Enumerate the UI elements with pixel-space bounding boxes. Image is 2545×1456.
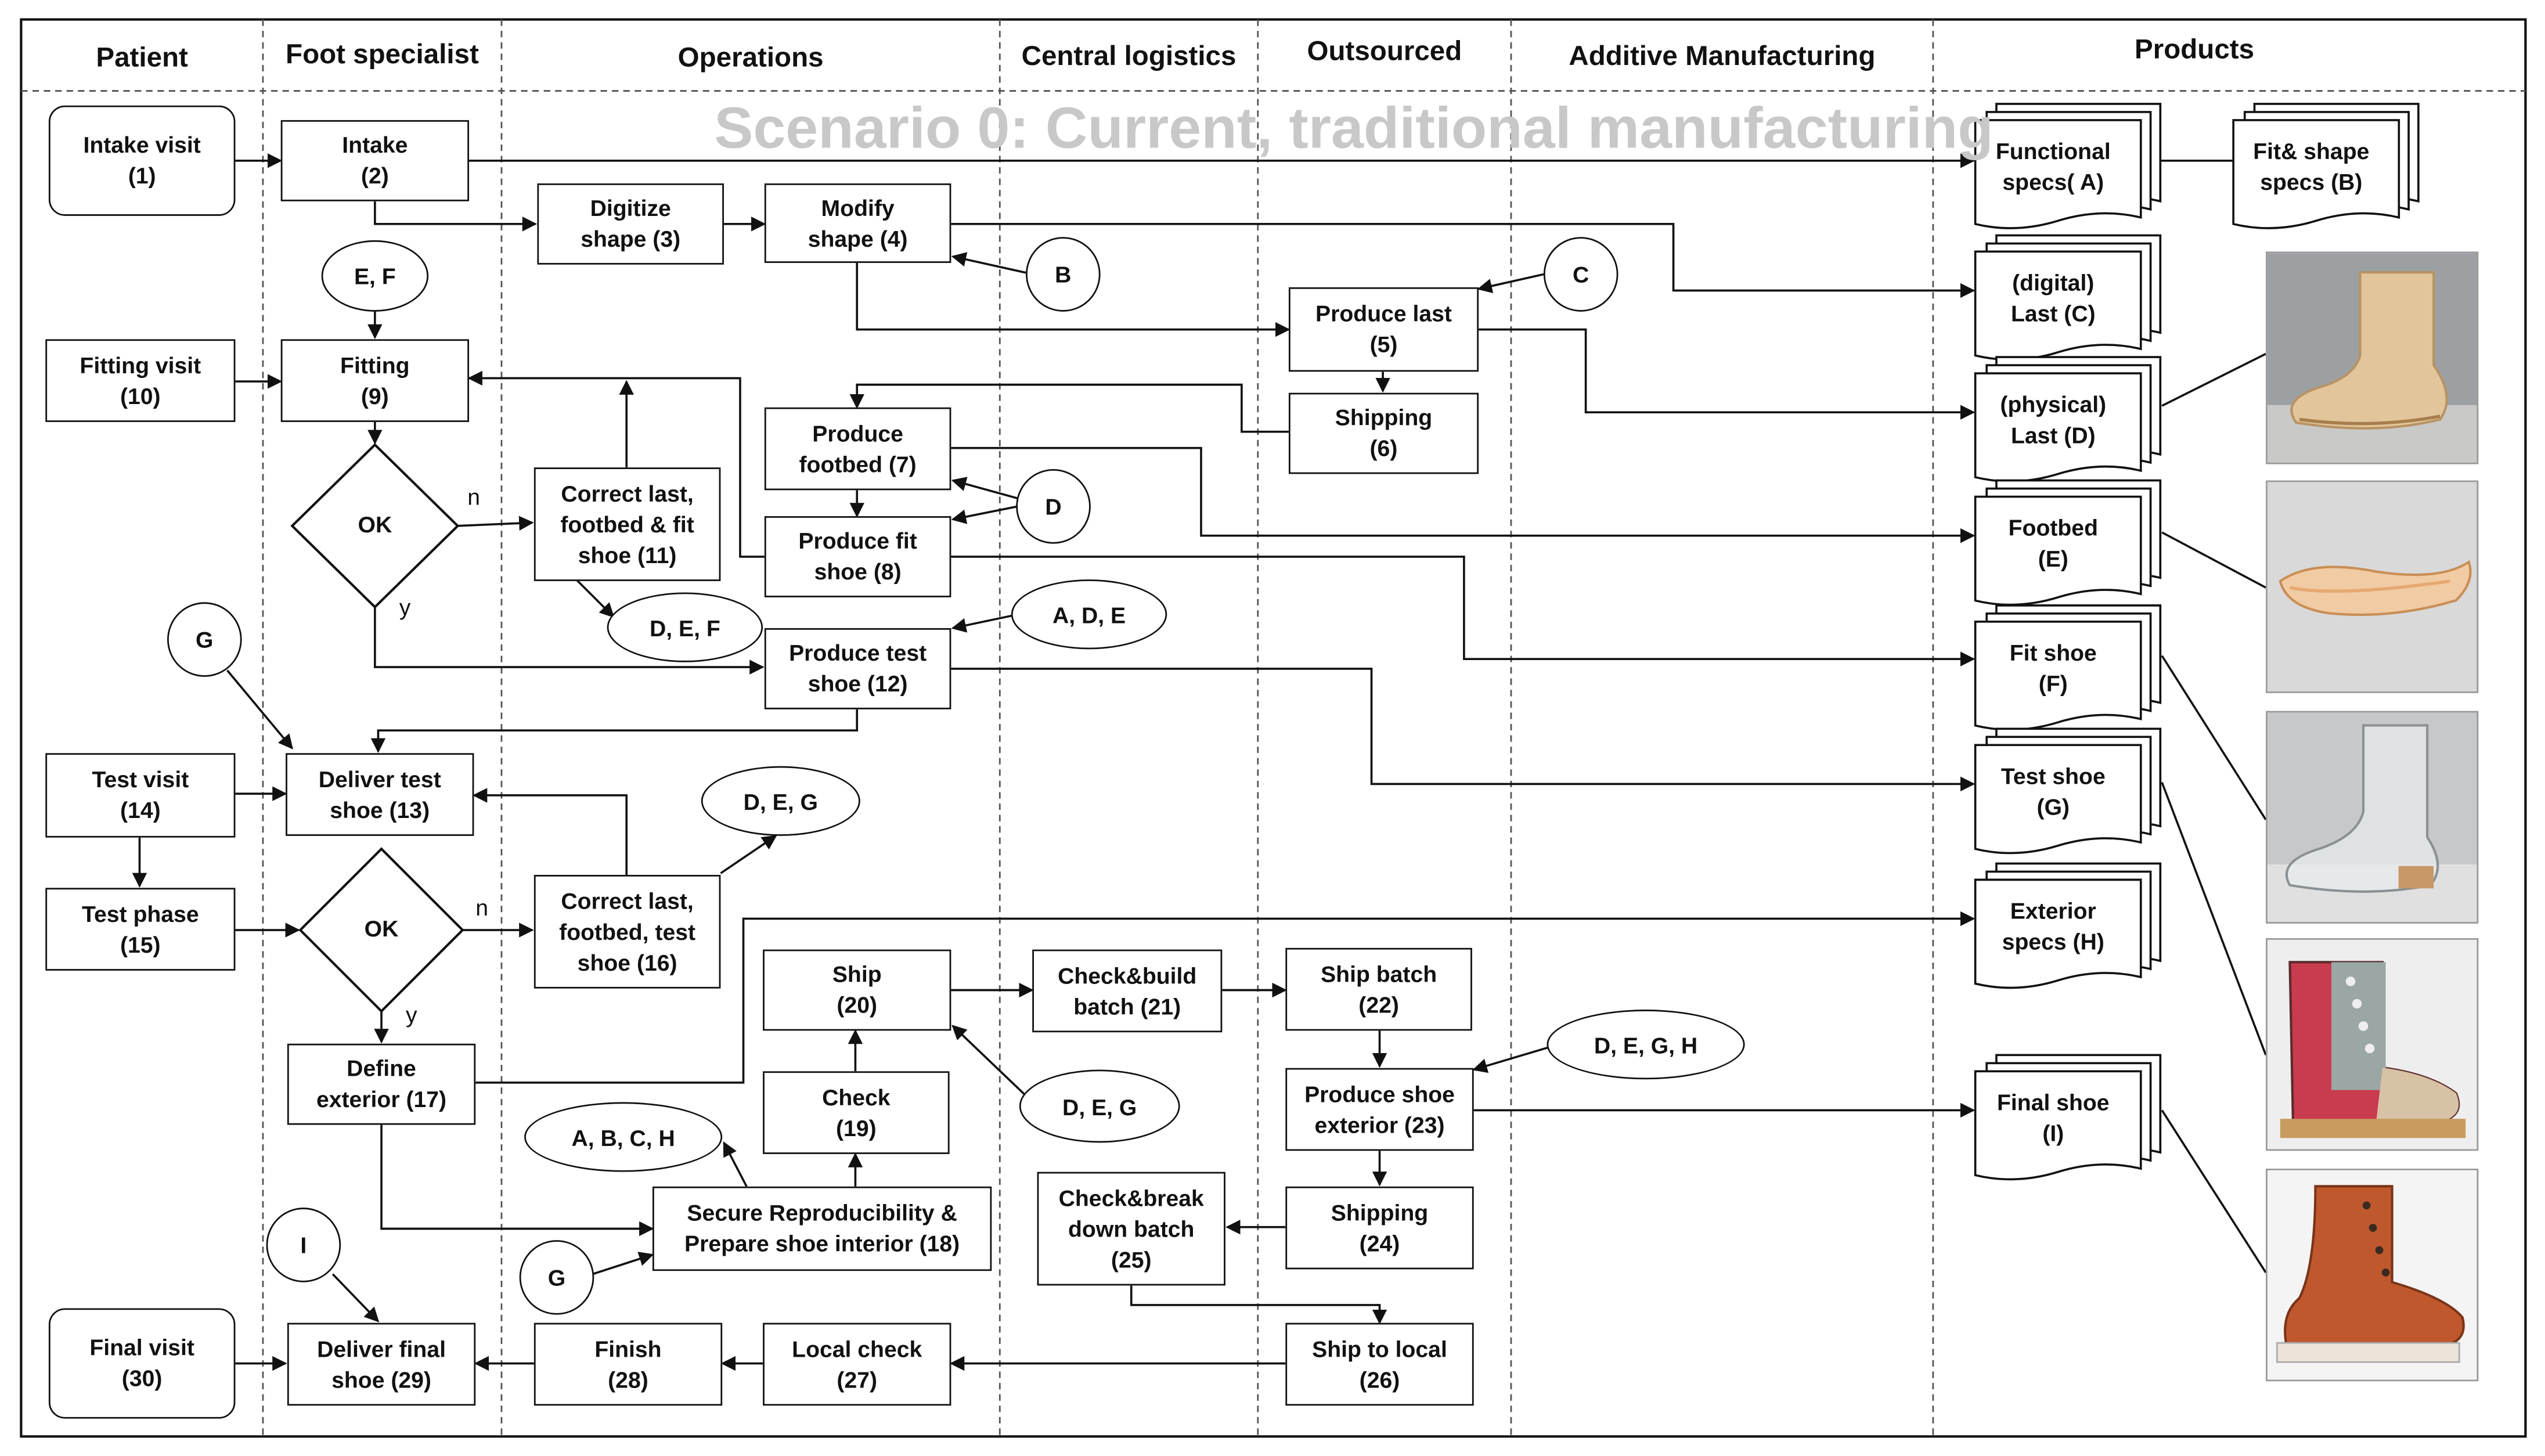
step-fitting[interactable]: Fitting (9) — [280, 339, 470, 422]
step-produce-fit-shoe[interactable]: Produce fit shoe (8) — [764, 516, 951, 597]
step-check[interactable]: Check (19) — [763, 1071, 950, 1154]
last-photo — [2266, 251, 2479, 464]
step-deliver-final-shoe[interactable]: Deliver final shoe (29) — [287, 1322, 476, 1406]
product-fit-shape-specs: Fit& shape specs (B) — [2253, 138, 2370, 195]
input-oval-ef: E, F — [321, 240, 429, 312]
lane-additive-manufacturing: Additive Manufacturing — [1569, 40, 1876, 72]
lane-outsourced: Outsourced — [1307, 35, 1462, 67]
final-shoe-photo — [2266, 1169, 2479, 1382]
test-shoe-photo — [2266, 938, 2479, 1151]
edge-label-no-1: n — [467, 484, 481, 510]
step-finish[interactable]: Finish (28) — [533, 1322, 723, 1406]
footbed-photo — [2266, 480, 2479, 693]
input-oval-deg-2: D, E, G — [1019, 1069, 1180, 1143]
edge-label-yes-2: y — [405, 1001, 417, 1028]
step-digitize-shape[interactable]: Digitize shape (3) — [537, 183, 724, 265]
product-physical-last: (physical) Last (D) — [2000, 391, 2107, 448]
step-modify-shape[interactable]: Modify shape (4) — [764, 183, 951, 263]
step-final-visit[interactable]: Final visit (30) — [48, 1308, 236, 1419]
input-circle-g-2: G — [519, 1240, 594, 1315]
product-functional-specs: Functional specs( A) — [1995, 138, 2111, 195]
step-test-phase[interactable]: Test phase (15) — [45, 888, 236, 971]
step-define-exterior[interactable]: Define exterior (17) — [287, 1043, 476, 1125]
input-oval-deg-1: D, E, G — [701, 766, 860, 836]
lane-central-logistics: Central logistics — [1021, 40, 1237, 72]
lane-foot-specialist: Foot specialist — [286, 39, 479, 70]
step-shipping-24[interactable]: Shipping (24) — [1285, 1186, 1474, 1270]
input-circle-c: C — [1543, 237, 1618, 312]
step-intake[interactable]: Intake (2) — [280, 120, 470, 201]
step-ship[interactable]: Ship (20) — [763, 949, 951, 1031]
step-produce-test-shoe[interactable]: Produce test shoe (12) — [764, 628, 951, 709]
step-produce-last[interactable]: Produce last (5) — [1288, 287, 1479, 372]
product-final-shoe: Final shoe (I) — [1997, 1089, 2110, 1146]
step-ship-to-local[interactable]: Ship to local (26) — [1285, 1322, 1474, 1406]
step-correct-last-fit[interactable]: Correct last, footbed & fit shoe (11) — [533, 467, 721, 581]
scenario-title: Scenario 0: Current, traditional manufac… — [714, 94, 1994, 161]
step-fitting-visit[interactable]: Fitting visit (10) — [45, 339, 236, 422]
input-circle-d: D — [1016, 469, 1091, 544]
step-local-check[interactable]: Local check (27) — [763, 1322, 951, 1406]
input-oval-abch: A, B, C, H — [524, 1102, 723, 1172]
step-produce-footbed[interactable]: Produce footbed (7) — [764, 407, 951, 491]
input-circle-i: I — [266, 1208, 341, 1282]
decision-ok-fitting: OK — [358, 511, 392, 538]
step-check-build-batch[interactable]: Check&build batch (21) — [1032, 949, 1223, 1033]
input-oval-def: D, E, F — [607, 592, 763, 662]
lane-products: Products — [2135, 34, 2255, 65]
step-deliver-test-shoe[interactable]: Deliver test shoe (13) — [286, 753, 474, 836]
product-test-shoe: Test shoe (G) — [2000, 763, 2106, 820]
step-ship-batch[interactable]: Ship batch (22) — [1285, 947, 1472, 1031]
step-test-visit[interactable]: Test visit (14) — [45, 753, 236, 838]
step-intake-visit[interactable]: Intake visit (1) — [48, 105, 236, 216]
product-footbed: Footbed (E) — [2008, 514, 2099, 572]
step-correct-last-test[interactable]: Correct last, footbed, test shoe (16) — [533, 874, 721, 989]
product-documents — [1974, 103, 2420, 1181]
input-oval-degh: D, E, G, H — [1547, 1010, 1745, 1080]
lane-patient: Patient — [96, 42, 188, 73]
step-check-break-batch[interactable]: Check&break down batch (25) — [1037, 1172, 1225, 1286]
product-digital-last: (digital) Last (C) — [2010, 269, 2096, 326]
input-circle-g-1: G — [167, 602, 242, 677]
lane-operations: Operations — [677, 42, 824, 73]
product-fit-shoe: Fit shoe (F) — [2009, 639, 2097, 697]
step-secure-reproducibility[interactable]: Secure Reproducibility & Prepare shoe in… — [652, 1186, 992, 1271]
step-produce-shoe-exterior[interactable]: Produce shoe exterior (23) — [1285, 1068, 1474, 1151]
input-oval-ade: A, D, E — [1011, 579, 1167, 650]
input-circle-b: B — [1026, 237, 1101, 312]
edge-label-yes-1: y — [399, 594, 411, 621]
decision-ok-test: OK — [364, 915, 399, 942]
product-exterior-specs: Exterior specs (H) — [2002, 898, 2104, 954]
step-shipping-6[interactable]: Shipping (6) — [1288, 392, 1479, 474]
edge-label-no-2: n — [475, 894, 488, 921]
fit-shoe-photo — [2266, 711, 2479, 924]
